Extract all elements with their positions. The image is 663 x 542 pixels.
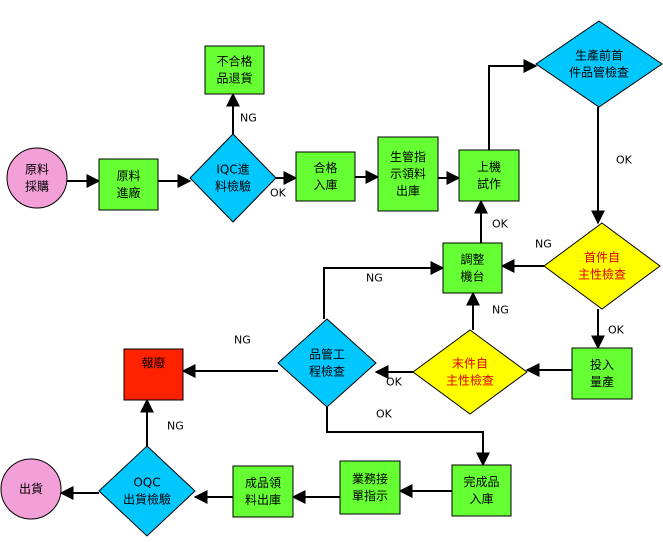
node-last_self_check-line-2: 主性檢查 bbox=[446, 373, 494, 388]
node-production_pick-line-1: 生管指 bbox=[390, 149, 426, 164]
node-qc_check-line-2: 程檢查 bbox=[309, 364, 345, 379]
edge-label-qc-ng-scrap: NG bbox=[234, 334, 251, 347]
edge-label-iqc-ng: NG bbox=[240, 112, 257, 125]
edge-label-oqc-ng: NG bbox=[167, 420, 184, 433]
node-production_pick-line-2: 示領料 bbox=[390, 166, 426, 181]
node-adjust_machine-line-2: 機台 bbox=[460, 269, 484, 284]
node-trial_run-line-1: 上機 bbox=[477, 159, 501, 174]
node-oqc-line-2: 出貨檢驗 bbox=[123, 492, 171, 507]
node-adjust_machine-line-1: 調整 bbox=[460, 252, 484, 267]
node-qc_check-line-1: 品管工 bbox=[309, 347, 345, 362]
node-production_pick-line-3: 出庫 bbox=[396, 184, 420, 198]
node-iqc-line-1: IQC進 bbox=[216, 163, 249, 177]
node-sales-instruction-shape bbox=[339, 460, 401, 515]
node-first_article_check-line-1: 生產前首 bbox=[575, 48, 623, 63]
node-accept-store-shape bbox=[295, 151, 356, 202]
node-finished_pick-line-1: 成品領 bbox=[245, 475, 281, 490]
edge-label-iqc-ok: OK bbox=[270, 187, 287, 200]
node-iqc-shape bbox=[189, 133, 277, 223]
node-reject_return-line-2: 品退貨 bbox=[216, 71, 252, 86]
node-oqc: OQC 出貨檢驗 bbox=[98, 445, 196, 537]
node-mass-production-shape bbox=[571, 347, 633, 400]
edge-label-last-self-ng: NG bbox=[492, 304, 509, 317]
node-finished-store-shape bbox=[451, 464, 512, 517]
edge-qc_check-adjust_machine bbox=[323, 261, 445, 319]
node-trial-run-shape bbox=[458, 149, 520, 202]
node-last-self-check-shape bbox=[412, 329, 528, 415]
node-shipment-shape bbox=[0, 458, 62, 520]
node-accept_store-line-1: 合格 bbox=[313, 160, 337, 175]
node-raw_purchase-line-1: 原料 bbox=[25, 163, 49, 177]
edge-label-qc-ok: OK bbox=[376, 408, 393, 421]
node-mass_production-line-2: 量產 bbox=[590, 374, 614, 389]
node-scrap-shape bbox=[123, 348, 184, 401]
node-trial_run-line-2: 試作 bbox=[477, 176, 501, 191]
node-raw_incoming-line-2: 進廠 bbox=[116, 185, 140, 200]
node-scrap-line-1: 報廢 bbox=[141, 355, 165, 370]
node-finished-pick-shape bbox=[232, 465, 294, 518]
node-raw-incoming-shape bbox=[98, 158, 159, 211]
node-mass_production-line-1: 投入 bbox=[590, 357, 614, 372]
node-raw_incoming-line-1: 原料 bbox=[116, 169, 140, 183]
node-first_self_check-line-2: 主性檢查 bbox=[578, 267, 626, 282]
node-reject_return-line-1: 不合格 bbox=[216, 54, 252, 69]
edge-qc_check-finished_store bbox=[326, 407, 490, 467]
node-reject-return-shape bbox=[204, 45, 265, 95]
node-raw-purchase-shape bbox=[6, 147, 68, 209]
edge-label-first-self-ng: NG bbox=[535, 238, 552, 251]
edge-trial_run-first_article_check bbox=[488, 59, 538, 150]
edge-label-last-self-ok: OK bbox=[386, 376, 403, 389]
node-finished_store-line-2: 入庫 bbox=[469, 492, 493, 506]
node-qc-check-shape bbox=[277, 318, 377, 408]
node-shipment-line-1: 出貨 bbox=[19, 481, 43, 496]
node-finished_store-line-1: 完成品 bbox=[463, 474, 499, 489]
node-first-article-check-shape bbox=[535, 20, 663, 108]
edge-label-trial-ok: OK bbox=[492, 218, 509, 231]
edge-label-first-article-ok: OK bbox=[616, 154, 633, 167]
node-first_self_check-line-1: 首件自 bbox=[584, 251, 620, 265]
node-scrap: 報廢 bbox=[123, 348, 184, 401]
node-adjust-machine-shape bbox=[442, 242, 503, 294]
node-shipment: 出貨 bbox=[0, 458, 62, 520]
node-accept_store-line-2: 入庫 bbox=[313, 178, 337, 192]
node-last_self_check-line-1: 末件自 bbox=[452, 357, 488, 371]
node-sales_instruction-line-2: 單指示 bbox=[352, 488, 388, 503]
node-oqc-line-1: OQC bbox=[133, 476, 160, 490]
node-iqc-line-2: 料檢驗 bbox=[215, 179, 251, 194]
node-first-self-check-shape bbox=[543, 222, 661, 310]
node-oqc-shape bbox=[98, 445, 196, 537]
node-raw_purchase-line-2: 採購 bbox=[25, 180, 49, 194]
node-production-pick-shape bbox=[377, 136, 439, 212]
edge-label-qc-ng-adjust: NG bbox=[366, 272, 383, 285]
node-finished_pick-line-2: 料出庫 bbox=[245, 493, 281, 507]
node-sales_instruction-line-1: 業務接 bbox=[352, 471, 388, 486]
edge-label-first-self-ok: OK bbox=[608, 324, 625, 337]
node-first_article_check-line-2: 件品管檢查 bbox=[569, 65, 629, 80]
